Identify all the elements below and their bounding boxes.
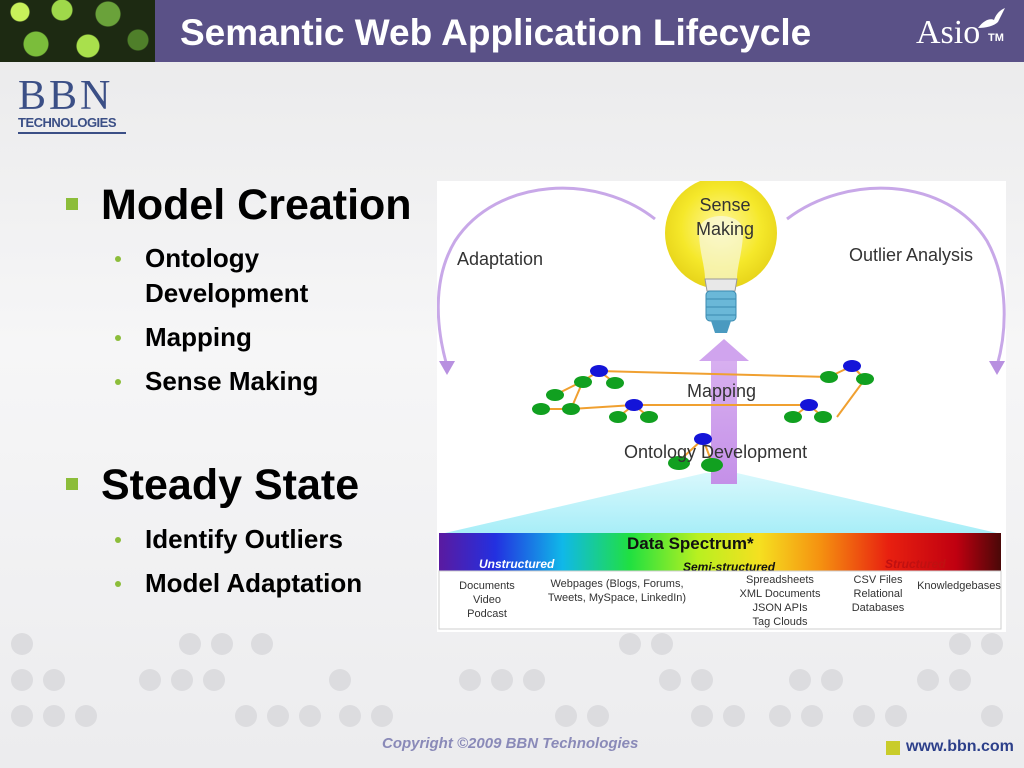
svg-text:Podcast: Podcast [467,608,507,620]
title-bar: Semantic Web Application Lifecycle Asio … [0,0,1024,62]
asio-logo: Asio TM [910,6,1015,58]
data-categories: Documents Video Podcast Webpages (Blogs,… [459,574,1001,628]
section-bullet [66,478,78,490]
copyright-text: Copyright ©2009 BBN Technologies [382,735,639,752]
structured-label: Structured [885,557,946,571]
svg-text:Documents: Documents [459,580,515,592]
svg-text:JSON APIs: JSON APIs [752,602,808,614]
svg-text:Databases: Databases [852,602,905,614]
lifecycle-diagram: Sense Making [437,181,1006,632]
lightbulb-icon [699,216,743,333]
slide-title: Semantic Web Application Lifecycle [180,12,812,53]
section-heading-model-creation: Model Creation [101,181,412,229]
ontology-graph [532,360,874,472]
item-bullet [115,537,121,543]
asio-logo-text: Asio [916,14,981,51]
svg-text:Spreadsheets: Spreadsheets [746,574,814,586]
svg-text:Knowledgebases: Knowledgebases [917,580,1001,592]
svg-text:CSV Files: CSV Files [854,574,903,586]
bbn-logo-text: BBN [18,73,114,119]
item-sense-making: Sense Making [145,366,319,396]
website-link[interactable]: www.bbn.com [906,738,1014,755]
making-label: Making [696,219,754,239]
item-development: Development [145,278,309,308]
unstructured-label: Unstructured [479,557,555,571]
item-ontology: Ontology [145,243,260,273]
logo-divider [18,132,126,134]
adaptation-label: Adaptation [457,249,543,269]
section-bullet [66,198,78,210]
header-photo [0,0,155,62]
svg-text:Tweets, MySpace, LinkedIn): Tweets, MySpace, LinkedIn) [548,592,686,604]
bbn-logo-subtitle: TECHNOLOGIES [18,115,117,130]
outlier-analysis-label: Outlier Analysis [849,245,973,265]
svg-text:Tag Clouds: Tag Clouds [752,616,808,628]
svg-text:Webpages (Blogs, Forums,: Webpages (Blogs, Forums, [550,578,683,590]
item-bullet [115,256,121,262]
asio-trademark: TM [988,32,1004,44]
item-identify-outliers: Identify Outliers [145,524,343,554]
bbn-logo: BBN TECHNOLOGIES [18,73,128,134]
spectrum-title: Data Spectrum* [627,534,754,553]
background-pattern [11,633,1003,727]
item-bullet [115,335,121,341]
data-spectrum-bar [439,533,1001,571]
bird-icon [978,8,1005,28]
item-mapping: Mapping [145,322,252,352]
item-bullet [115,581,121,587]
mapping-label: Mapping [687,381,756,401]
section-heading-steady-state: Steady State [101,461,360,509]
svg-text:Relational: Relational [854,588,903,600]
item-model-adaptation: Model Adaptation [145,568,363,598]
ontology-development-label: Ontology Development [624,442,807,462]
svg-text:Video: Video [473,594,501,606]
website-bullet [886,741,900,755]
sense-label: Sense [699,195,750,215]
svg-text:XML Documents: XML Documents [740,588,821,600]
item-bullet [115,379,121,385]
